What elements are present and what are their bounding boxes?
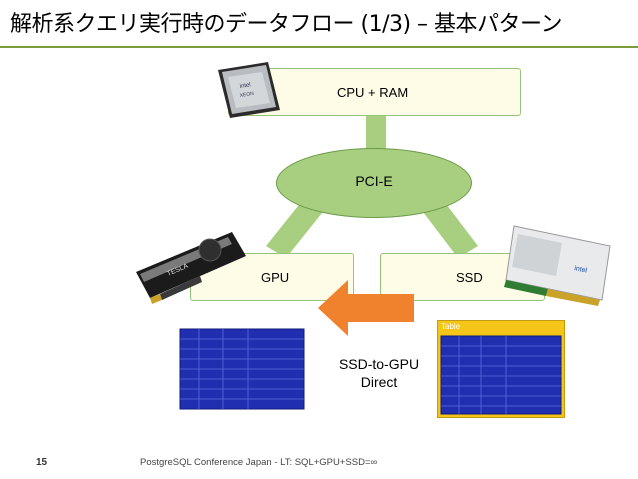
ssd-label: SSD (456, 270, 483, 285)
transfer-label-line2: Direct (360, 374, 398, 390)
ssd-to-gpu-arrow (318, 280, 414, 336)
svg-text:XEON: XEON (239, 91, 254, 99)
transfer-label-line1: SSD-to-GPU (338, 356, 420, 372)
footer-text: PostgreSQL Conference Japan - LT: SQL+GP… (140, 457, 378, 468)
gpu-pcie-link (266, 196, 326, 258)
ssd-pcie-link (420, 196, 478, 258)
cpu-chip-image: intel XEON (218, 62, 280, 118)
cpu-pcie-link (366, 114, 386, 154)
ssd-card-image: intel (504, 225, 611, 306)
transfer-label: SSD-to-GPU Direct (318, 355, 440, 391)
gpu-box: GPU (190, 253, 354, 301)
gpu-card-image: TESLA (136, 232, 246, 304)
svg-text:intel: intel (239, 82, 251, 90)
page-number: 15 (36, 457, 48, 468)
svg-text:intel: intel (574, 265, 588, 275)
title-divider (0, 46, 638, 48)
table-caption: Table (441, 322, 461, 331)
gpu-label: GPU (261, 270, 290, 285)
gpu-memory-table (179, 328, 305, 410)
slide-title: 解析系クエリ実行時のデータフロー (1/3) – 基本パターン (10, 12, 562, 37)
pcie-bus: PCI-E (276, 148, 472, 218)
pcie-label: PCI-E (355, 173, 393, 189)
cpu-ram-label: CPU + RAM (337, 85, 409, 100)
